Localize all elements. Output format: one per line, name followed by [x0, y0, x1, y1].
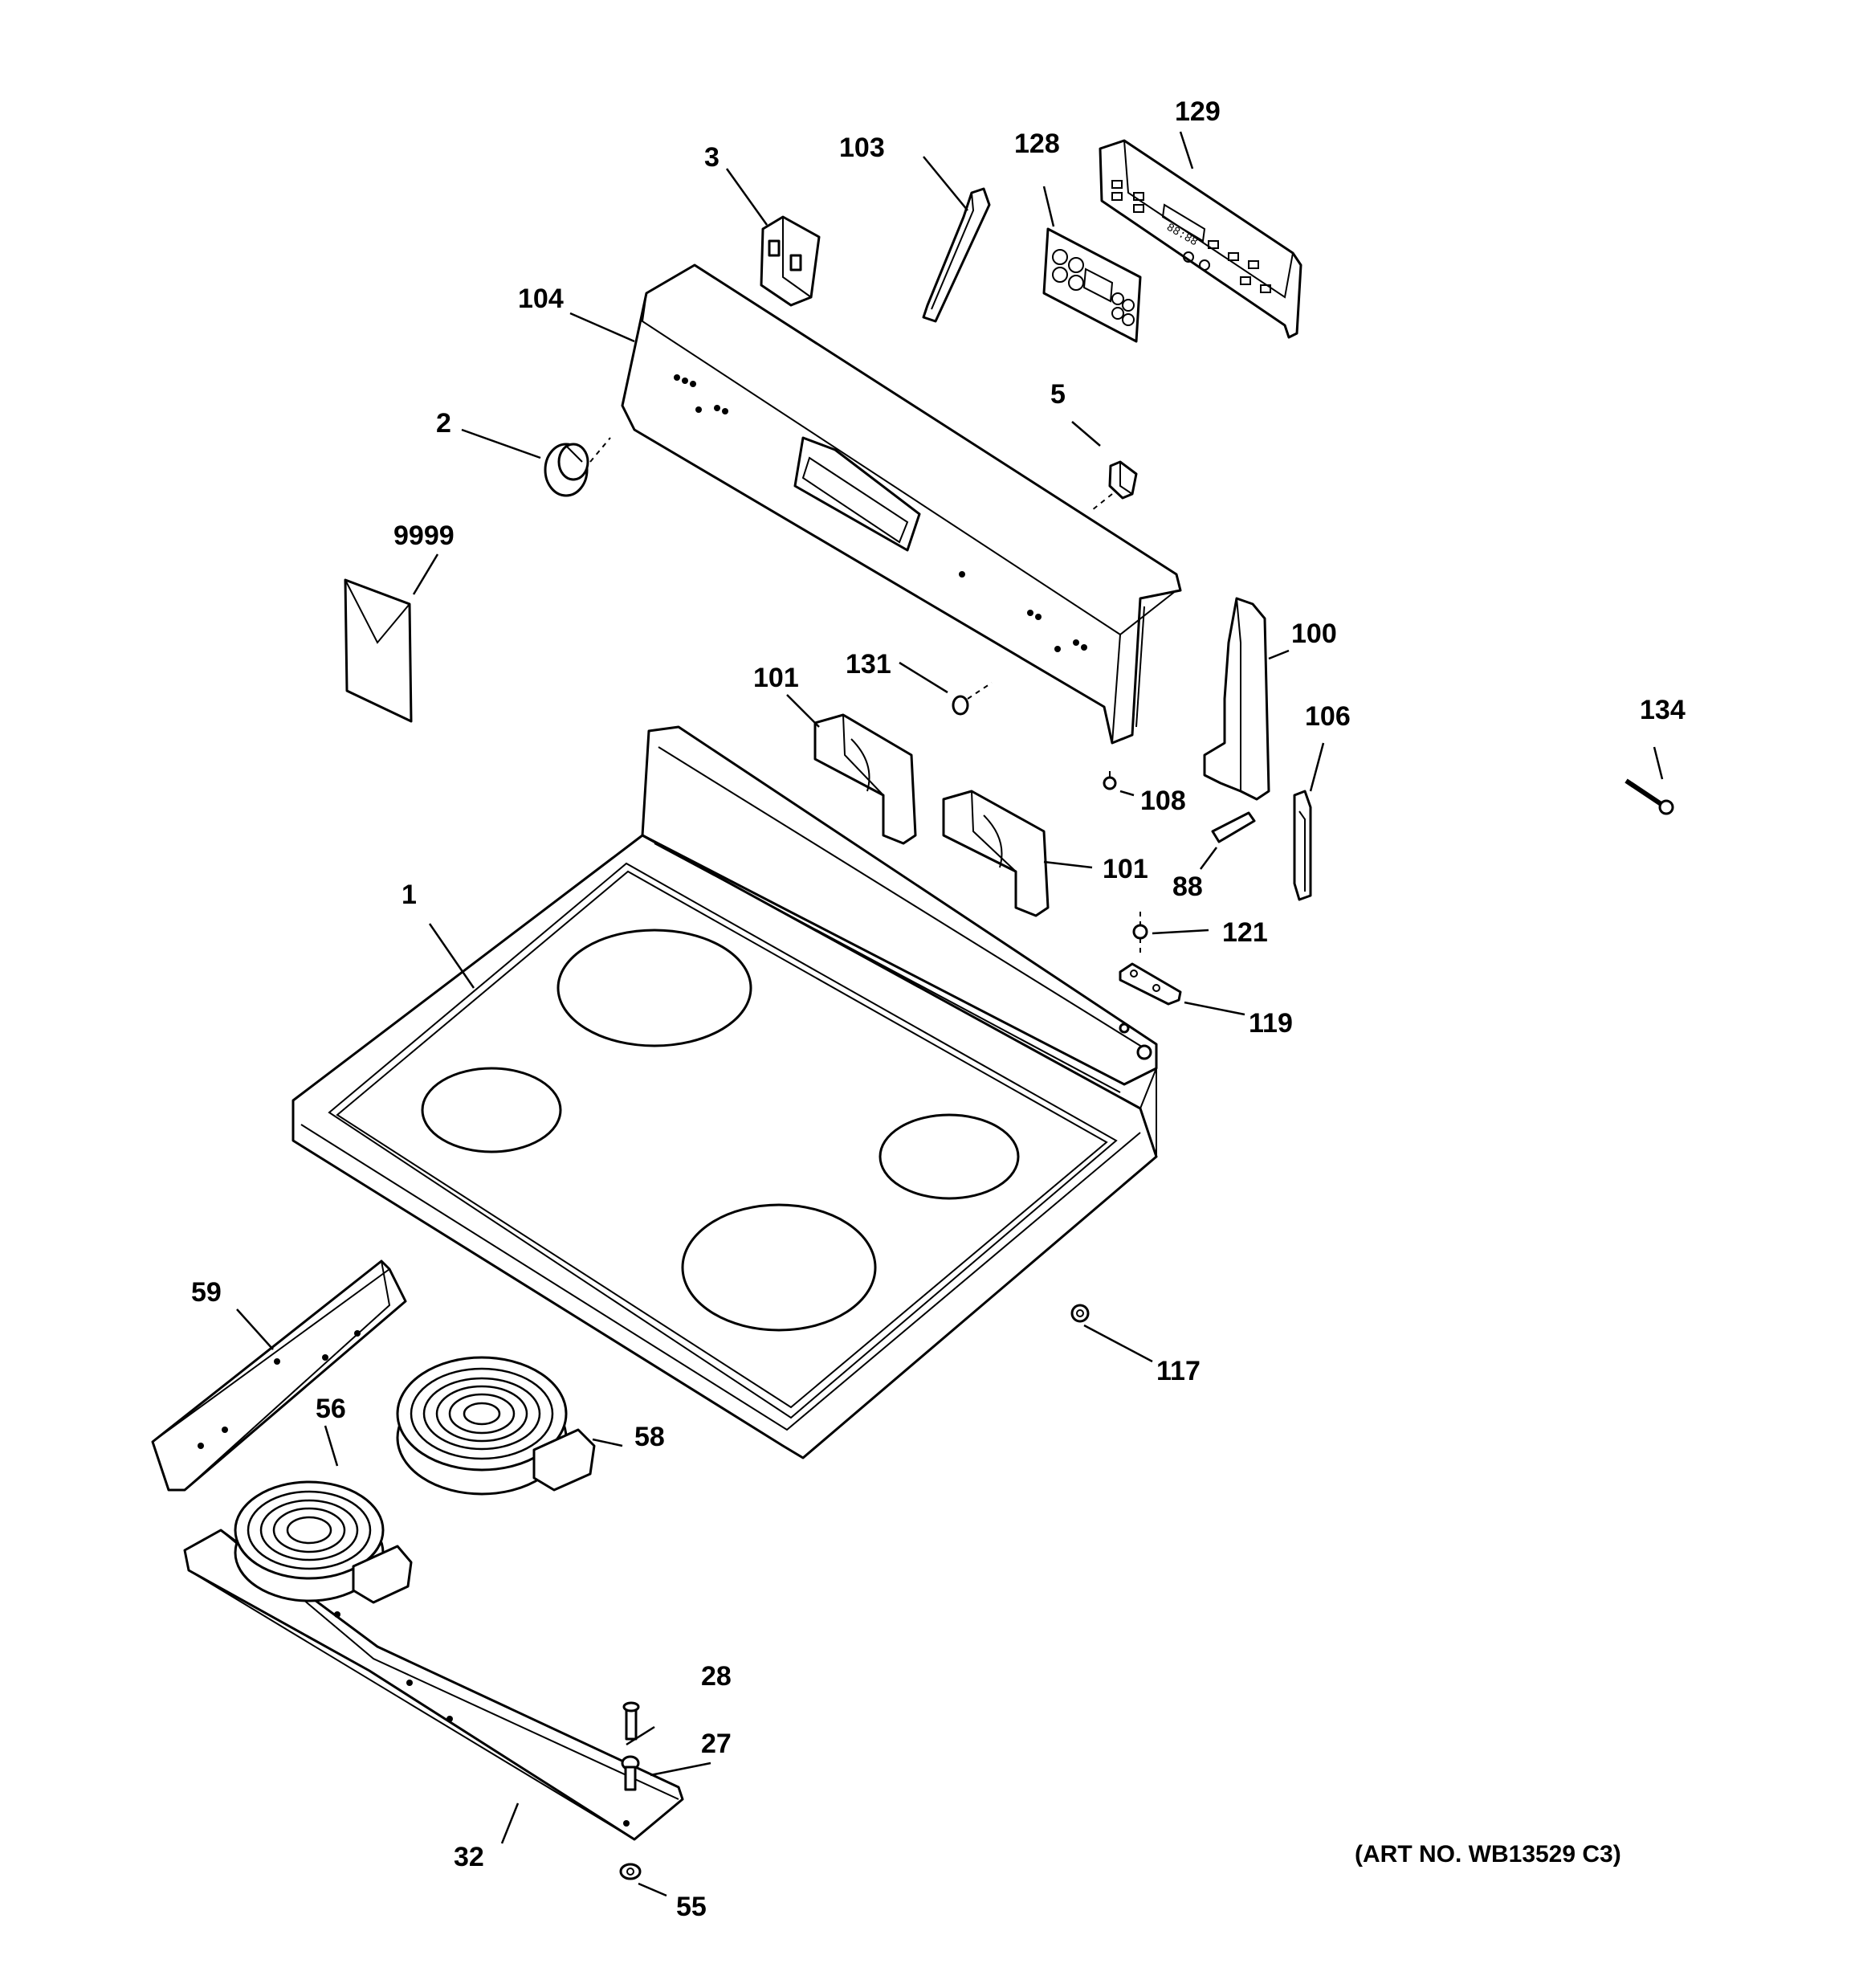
callout-134: 134	[1640, 695, 1686, 725]
callout-32: 32	[454, 1842, 484, 1872]
callout-27: 27	[701, 1729, 732, 1759]
callout-101-upper: 101	[753, 663, 799, 693]
nut-part-117	[1070, 1304, 1090, 1323]
cooktop-burner-front-left	[421, 1067, 562, 1153]
bracket-part-101-upper	[813, 713, 917, 845]
bracket-part-119	[1119, 962, 1182, 1006]
callout-3: 3	[704, 142, 720, 173]
callout-121: 121	[1222, 917, 1268, 948]
callout-labels: 1 2 3 5 27 28 32 55 56 58 59 88 100 101 …	[191, 96, 1686, 1922]
bracket-part-101-lower	[942, 790, 1050, 917]
callout-101-lower: 101	[1103, 854, 1148, 884]
literature-part-9999	[344, 578, 413, 723]
heating-element-part-58	[396, 1356, 596, 1496]
callout-55: 55	[676, 1892, 707, 1922]
cooktop-burner-back-right	[879, 1113, 1020, 1200]
end-cap-part-100	[1203, 597, 1270, 801]
backsplash-panel-part-104	[621, 263, 1182, 745]
screw-part-131	[952, 682, 993, 716]
callout-108: 108	[1140, 786, 1186, 816]
pin-part-88	[1211, 811, 1256, 843]
callout-59: 59	[191, 1277, 222, 1308]
cooktop-burner-front-right	[681, 1203, 877, 1332]
screw-part-108	[1103, 771, 1117, 790]
switch-part-5	[1091, 460, 1138, 511]
bracket-part-103	[922, 187, 991, 323]
callout-1: 1	[402, 880, 417, 910]
heating-element-part-56	[234, 1480, 413, 1604]
callout-103: 103	[839, 133, 885, 163]
callout-129: 129	[1175, 96, 1221, 127]
overlay-part-128	[1042, 227, 1142, 343]
stud-part-28	[622, 1701, 640, 1741]
leader-lines	[236, 131, 1664, 1897]
cooktop-part-1	[291, 725, 1158, 1459]
callout-119: 119	[1249, 1008, 1293, 1039]
nut-part-55	[619, 1863, 642, 1880]
switch-part-3	[760, 215, 821, 307]
callout-131: 131	[846, 649, 891, 680]
bracket-part-106	[1293, 790, 1312, 901]
screw-part-121	[1132, 912, 1148, 956]
art-number: (ART NO. WB13529 C3)	[1355, 1841, 1621, 1868]
callout-56: 56	[316, 1394, 346, 1424]
callout-2: 2	[436, 408, 451, 439]
callout-117: 117	[1156, 1356, 1201, 1386]
screw-part-134	[1625, 778, 1674, 815]
callout-5: 5	[1050, 379, 1066, 410]
callout-28: 28	[701, 1661, 732, 1692]
control-board-part-129: 88:88	[1099, 139, 1302, 339]
knob-part-2	[544, 437, 611, 497]
callout-58: 58	[634, 1422, 665, 1452]
cooktop-burner-back-left	[556, 929, 752, 1047]
callout-88: 88	[1172, 872, 1203, 902]
callout-9999: 9999	[393, 520, 455, 551]
spacer-part-27	[621, 1755, 640, 1791]
callout-100: 100	[1291, 618, 1337, 649]
callout-106: 106	[1305, 701, 1351, 732]
rail-part-59	[151, 1259, 407, 1492]
callout-104: 104	[518, 284, 564, 314]
callout-128: 128	[1014, 129, 1060, 159]
